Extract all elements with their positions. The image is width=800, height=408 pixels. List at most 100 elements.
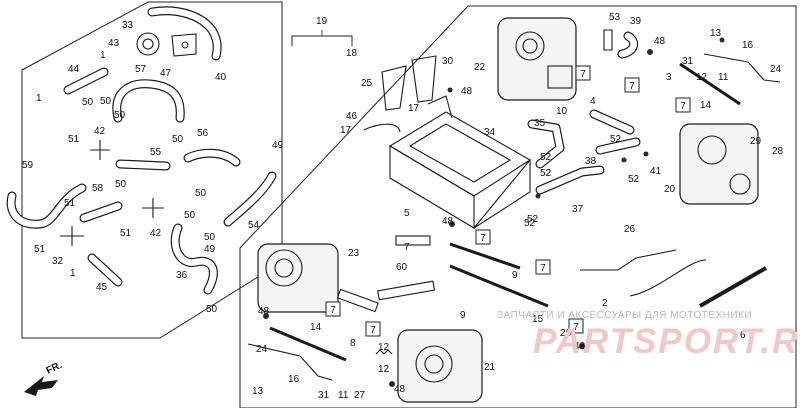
- funnel-25: [381, 65, 407, 111]
- part-label-42: 42: [94, 126, 106, 137]
- part-label-51: 51: [64, 198, 76, 209]
- hose-54: [223, 171, 277, 227]
- rod-9-lower: [449, 264, 549, 308]
- part-label-60: 60: [396, 262, 408, 273]
- part-label-14: 14: [310, 322, 322, 333]
- part-label-47: 47: [160, 68, 172, 79]
- part-label-32: 32: [52, 256, 64, 267]
- part-label-6: 6: [740, 330, 746, 341]
- boxed-label-d: 7: [535, 259, 551, 275]
- part-label-5: 5: [404, 208, 410, 219]
- part-label-51: 51: [34, 244, 46, 255]
- part-label-50: 50: [195, 188, 207, 199]
- part-label-10: 10: [556, 106, 568, 117]
- part-label-24: 24: [256, 344, 268, 355]
- carburetor-23: [257, 243, 339, 313]
- part-label-14: 14: [700, 100, 712, 111]
- boxed-label-text: 7: [330, 305, 336, 316]
- part-label-40: 40: [215, 72, 227, 83]
- hose-55: [115, 159, 171, 171]
- part-label-42: 42: [150, 228, 162, 239]
- pipe-8: [336, 288, 379, 313]
- part-label-48: 48: [574, 341, 586, 352]
- hose-35: [527, 119, 565, 169]
- part-label-13: 13: [252, 386, 264, 397]
- part-label-50: 50: [82, 97, 94, 108]
- boxed-label-f: 7: [365, 321, 381, 337]
- part-label-1: 1: [36, 93, 42, 104]
- part-label-50: 50: [114, 110, 126, 121]
- part-label-52: 52: [540, 152, 552, 163]
- hose-37: [535, 165, 605, 195]
- linkage-24-lower: [247, 343, 333, 381]
- fasteners: [263, 37, 725, 387]
- part-label-7-plain: 7: [404, 242, 410, 253]
- part-label-50: 50: [184, 210, 196, 221]
- part-label-53: 53: [609, 12, 621, 23]
- cable-2: [629, 259, 707, 297]
- carburetor-20: [679, 123, 759, 205]
- part-label-11: 11: [338, 390, 349, 401]
- air-chamber-34: [388, 111, 532, 229]
- part-label-54: 54: [248, 220, 260, 231]
- part-label-36: 36: [176, 270, 188, 281]
- part-label-48: 48: [394, 384, 406, 395]
- part-label-16: 16: [742, 40, 754, 51]
- part-label-8: 8: [350, 338, 356, 349]
- part-label-49: 49: [204, 244, 216, 255]
- part-label-52: 52: [540, 168, 552, 179]
- link-6: [699, 266, 767, 308]
- part-label-52: 52: [628, 174, 640, 185]
- part-label-48: 48: [461, 86, 473, 97]
- part-label-31: 31: [682, 56, 694, 67]
- part-label-29: 29: [750, 136, 762, 147]
- part-label-1: 1: [70, 268, 76, 279]
- part-label-52: 52: [610, 134, 622, 145]
- boxed-label-a: 7: [624, 77, 640, 93]
- part-label-25: 25: [361, 78, 373, 89]
- rod-14-upper: [679, 62, 741, 106]
- part-label-11: 11: [718, 72, 729, 83]
- part-label-49: 49: [272, 140, 284, 151]
- part-label-19: 19: [316, 16, 328, 27]
- part-label-28: 28: [772, 146, 784, 157]
- part-label-23: 23: [348, 248, 360, 259]
- part-label-12: 12: [696, 72, 708, 83]
- part-label-45: 45: [96, 282, 108, 293]
- boxed-label-text: 7: [629, 81, 635, 92]
- part-label-39: 39: [630, 16, 642, 27]
- part-label-12: 12: [378, 342, 390, 353]
- part-label-43: 43: [108, 38, 120, 49]
- part-label-24: 24: [770, 64, 782, 75]
- t-joint-32: [60, 226, 84, 246]
- part-label-35: 35: [534, 118, 546, 129]
- part-label-55: 55: [150, 147, 162, 158]
- part-label-17: 17: [408, 103, 420, 114]
- group-bracket-19: [291, 35, 353, 46]
- part-label-50: 50: [100, 96, 112, 107]
- part-label-1: 1: [100, 50, 106, 61]
- part-label-52: 52: [524, 218, 536, 229]
- part-label-31: 31: [318, 390, 330, 401]
- hose-39: [617, 31, 639, 59]
- part-label-16: 16: [288, 374, 300, 385]
- part-label-50: 50: [206, 304, 218, 315]
- part-label-9: 9: [512, 270, 518, 281]
- front-direction-label: FR.: [45, 360, 64, 377]
- pipe-5: [395, 235, 431, 246]
- funnel-30: [411, 55, 437, 103]
- watermark-logo: PARTSPORT.RU: [533, 322, 800, 361]
- hose-38: [595, 137, 641, 155]
- part-label-44: 44: [68, 64, 80, 75]
- hose-45: [87, 253, 123, 287]
- part-label-26: 26: [624, 224, 636, 235]
- part-label-34: 34: [484, 127, 496, 138]
- fitting-53: [603, 29, 613, 51]
- hose-group-frame: [21, 1, 283, 339]
- part-label-3: 3: [666, 72, 672, 83]
- part-label-37: 37: [572, 204, 584, 215]
- rod-14-lower: [269, 326, 347, 362]
- part-label-46: 46: [346, 111, 358, 122]
- part-label-33: 33: [122, 20, 134, 31]
